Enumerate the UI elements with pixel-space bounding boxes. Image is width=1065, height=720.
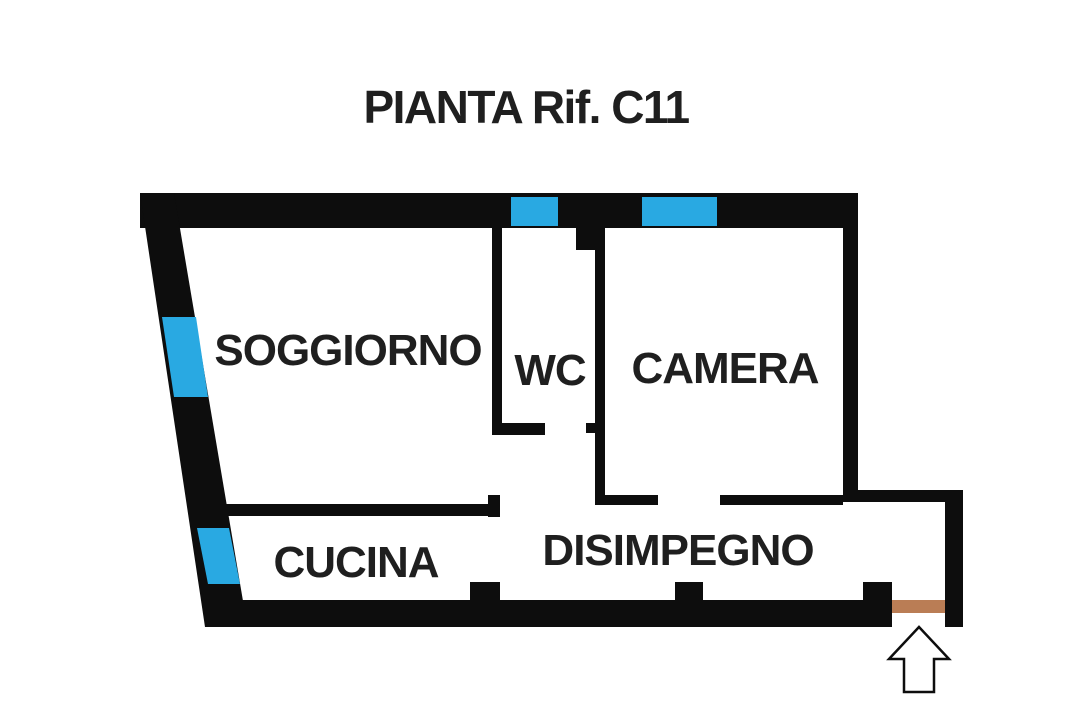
right-connector-wall — [843, 490, 963, 502]
entrance-door-sill — [892, 600, 945, 613]
divider-end-jamb — [488, 495, 500, 517]
soggiorno-window — [162, 317, 208, 397]
camera-left-wall — [595, 228, 605, 505]
wc-left-wall — [492, 228, 502, 435]
top-wall — [140, 193, 858, 228]
windows — [162, 197, 717, 584]
camera-bottom-wall-right — [720, 495, 843, 505]
entrance-left-jamb — [863, 582, 892, 602]
soggiorno-cucina-divider-wall — [226, 504, 488, 516]
walls — [140, 193, 963, 627]
room-label-cucina: CUCINA — [273, 538, 438, 587]
cucina-door-jamb — [470, 582, 500, 602]
camera-bottom-wall-left — [595, 495, 658, 505]
room-label-disimpegno: DISIMPEGNO — [542, 526, 813, 575]
camera-window — [642, 197, 717, 226]
page-title: PIANTA Rif. C11 — [363, 81, 690, 133]
disimpegno-jamb — [675, 582, 703, 602]
room-labels: SOGGIORNO WC CAMERA CUCINA DISIMPEGNO — [214, 326, 819, 587]
bottom-wall — [205, 600, 892, 627]
room-label-soggiorno: SOGGIORNO — [214, 326, 481, 375]
wc-window — [511, 197, 558, 226]
wc-bottom-wall — [492, 423, 545, 435]
room-label-camera: CAMERA — [631, 344, 818, 393]
camera-right-wall — [843, 193, 858, 502]
right-wall — [945, 490, 963, 627]
camera-door-jamb — [586, 423, 595, 433]
cucina-window — [197, 528, 240, 584]
left-wall — [140, 193, 243, 627]
room-label-wc: WC — [514, 346, 586, 395]
entrance-arrow-icon — [886, 625, 952, 694]
